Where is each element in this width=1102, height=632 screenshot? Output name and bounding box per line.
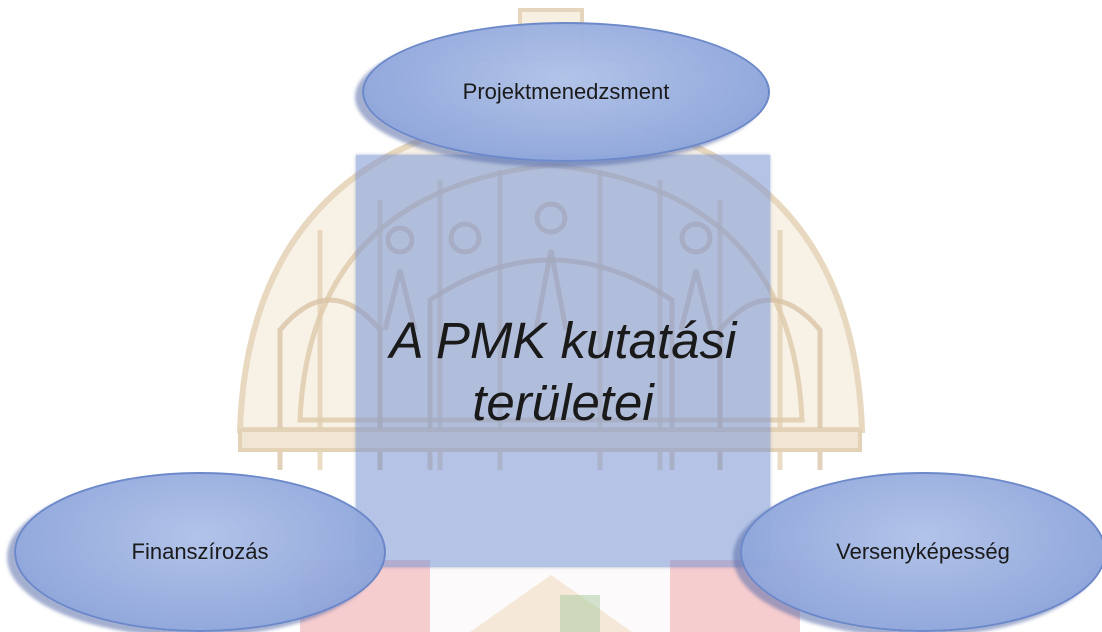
node-finanszirozas: Finanszírozás	[14, 472, 386, 632]
central-topic-box: A PMK kutatási területei	[356, 155, 770, 567]
node-label-top: Projektmenedzsment	[462, 79, 670, 104]
node-projektmenedzsment: Projektmenedzsment	[362, 22, 770, 162]
central-topic-line-2: területei	[472, 374, 654, 431]
central-topic-title: A PMK kutatási területei	[363, 310, 763, 434]
central-topic-line-1: A PMK kutatási	[389, 312, 737, 369]
node-label-right: Versenyképesség	[836, 539, 1010, 564]
node-versenykepesseg: Versenyképesség	[740, 472, 1102, 632]
node-label-left: Finanszírozás	[131, 539, 269, 564]
